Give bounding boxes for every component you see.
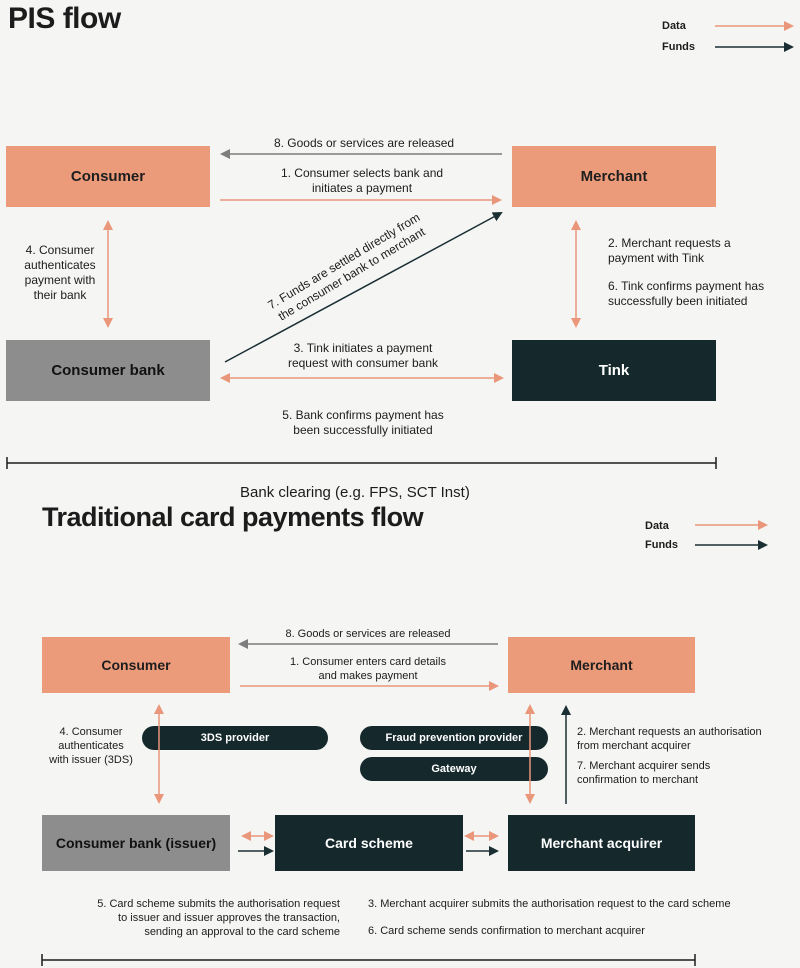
card-step-6: 6. Card scheme sends confirmation to mer…: [368, 925, 645, 937]
card-gateway-label: Gateway: [431, 763, 477, 775]
card-consumer-bank-label: Consumer bank (issuer): [55, 835, 217, 851]
card-consumer-box: Consumer: [42, 637, 230, 693]
card-merchant-box: Merchant: [508, 637, 695, 693]
card-merchant-label: Merchant: [570, 657, 633, 673]
pis-arrow-funds-settled: [224, 212, 503, 363]
card-step-5: 5. Card scheme submits the authorisation…: [97, 898, 340, 938]
pis-title: PIS flow: [8, 2, 121, 35]
card-fraud-prevention-label: Fraud prevention provider: [385, 732, 523, 744]
card-step-3: 3. Merchant acquirer submits the authori…: [368, 898, 731, 910]
card-3ds-provider-pill: 3DS provider: [142, 726, 328, 750]
pis-tink-label: Tink: [598, 362, 630, 379]
pis-merchant-label: Merchant: [580, 168, 648, 185]
card-3ds-provider-label: 3DS provider: [200, 732, 270, 744]
pis-legend-data-label: Data: [662, 20, 686, 32]
card-fraud-prevention-pill: Fraud prevention provider: [360, 726, 548, 750]
card-legend-funds-label: Funds: [645, 539, 678, 551]
card-merchant-acquirer-box: Merchant acquirer: [508, 815, 695, 871]
card-consumer-label: Consumer: [101, 657, 171, 673]
card-card-scheme-box: Card scheme: [275, 815, 463, 871]
pis-step-8: 8. Goods or services are released: [273, 136, 455, 150]
card-merchant-acquirer-label: Merchant acquirer: [540, 835, 663, 851]
card-step-8: 8. Goods or services are released: [285, 628, 451, 640]
card-card-scheme-label: Card scheme: [325, 835, 413, 851]
pis-consumer-bank-label: Consumer bank: [51, 362, 165, 379]
card-gateway-pill: Gateway: [360, 757, 548, 781]
pis-legend-funds-label: Funds: [662, 41, 695, 53]
pis-consumer-label: Consumer: [70, 168, 146, 185]
pis-consumer-box: Consumer: [6, 146, 210, 207]
card-consumer-bank-box: Consumer bank (issuer): [42, 815, 230, 871]
card-title: Traditional card payments flow: [42, 502, 424, 532]
pis-tink-box: Tink: [512, 340, 716, 401]
pis-bank-clearing-label: Bank clearing (e.g. FPS, SCT Inst): [240, 484, 470, 501]
card-legend-data-label: Data: [645, 520, 669, 532]
pis-consumer-bank-box: Consumer bank: [6, 340, 210, 401]
pis-merchant-box: Merchant: [512, 146, 716, 207]
